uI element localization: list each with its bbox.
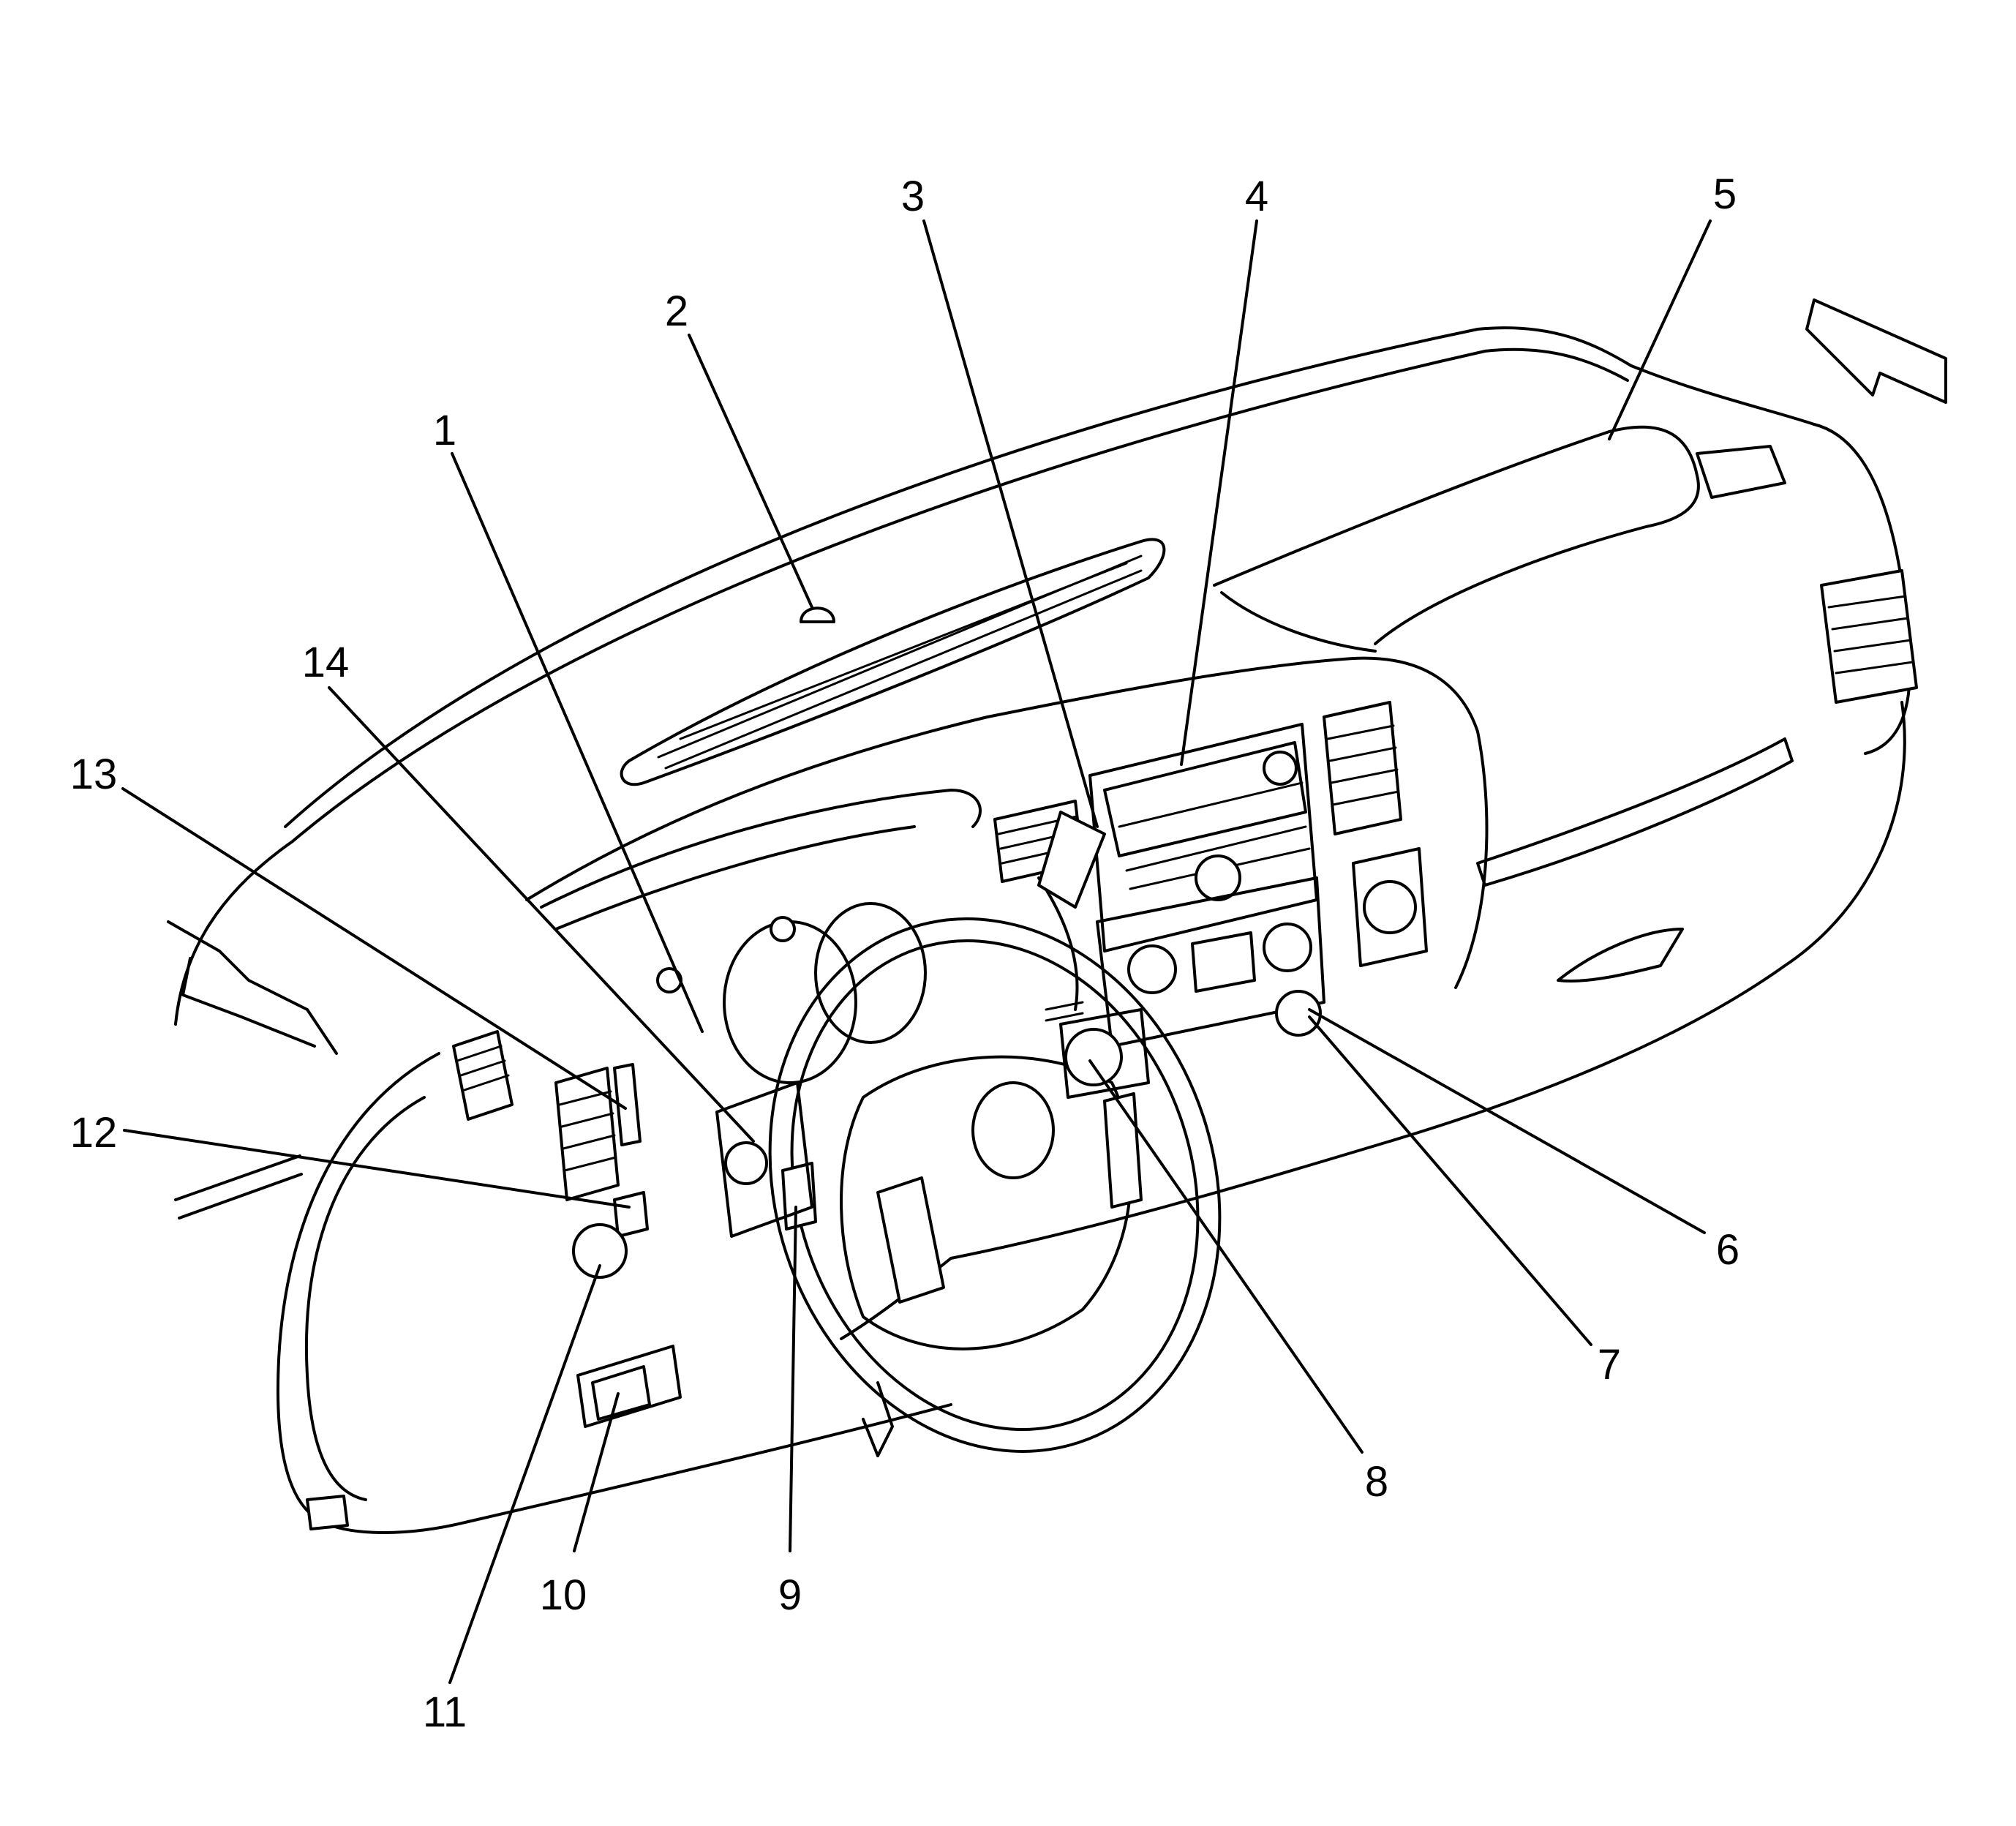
leader-13 <box>121 787 627 1110</box>
callout-5: 5 <box>1713 170 1737 218</box>
leader-14 <box>328 686 755 1143</box>
callout-9: 9 <box>778 1571 802 1619</box>
callout-13: 13 <box>70 751 118 798</box>
leader-lines <box>121 219 1712 1684</box>
callout-12: 12 <box>70 1109 118 1157</box>
callout-3: 3 <box>901 173 925 220</box>
leader-12 <box>123 1129 631 1209</box>
callout-14: 14 <box>302 639 350 686</box>
callout-10: 10 <box>540 1571 587 1619</box>
leader-5 <box>1608 219 1712 440</box>
callout-4: 4 <box>1245 173 1268 220</box>
leader-2 <box>688 334 813 609</box>
callout-1: 1 <box>433 407 456 454</box>
leader-10 <box>573 1392 620 1552</box>
dashboard-line-art <box>167 298 1947 1534</box>
leader-8 <box>1088 1059 1364 1454</box>
leader-7 <box>1308 1015 1592 1346</box>
callout-11: 11 <box>423 1688 467 1736</box>
callout-8: 8 <box>1365 1458 1388 1506</box>
callout-7: 7 <box>1598 1341 1621 1389</box>
leader-4 <box>1180 219 1258 766</box>
leader-9 <box>789 1206 797 1552</box>
leader-11 <box>448 1264 601 1684</box>
leader-1 <box>451 452 704 1033</box>
leader-3 <box>922 219 1099 828</box>
callout-labels: 1 2 3 4 5 6 7 8 9 10 11 12 13 14 <box>70 170 1739 1736</box>
leader-6 <box>1308 1008 1706 1234</box>
callout-2: 2 <box>665 288 688 335</box>
callout-6: 6 <box>1716 1226 1739 1274</box>
